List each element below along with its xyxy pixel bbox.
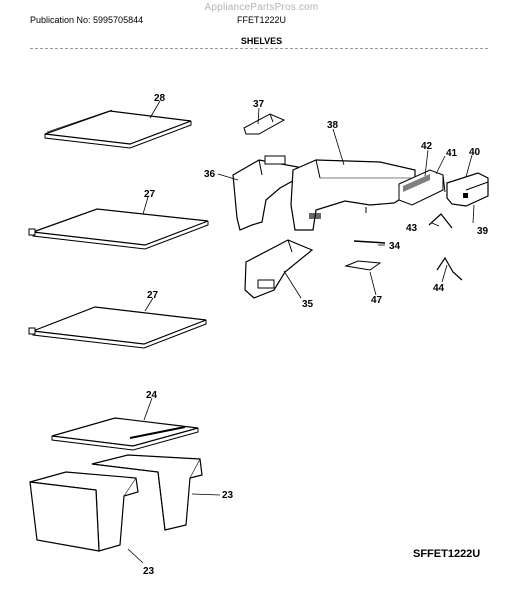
shelf-28 xyxy=(44,109,192,149)
leader-lines xyxy=(127,100,475,564)
section-title: SHELVES xyxy=(240,36,283,46)
pad-47 xyxy=(344,260,382,271)
callout-27-upper: 27 xyxy=(144,189,156,200)
callout-40: 40 xyxy=(469,147,481,158)
callout-24: 24 xyxy=(146,390,158,401)
callout-34: 34 xyxy=(389,241,401,252)
crisper-cover-24 xyxy=(51,417,199,451)
wire-43 xyxy=(428,213,453,229)
callout-39: 39 xyxy=(477,226,489,237)
shelf-27-lower xyxy=(28,306,207,349)
callout-42: 42 xyxy=(421,141,433,152)
callout-41: 41 xyxy=(446,148,458,159)
cover-42-41 xyxy=(398,169,446,206)
clip-34 xyxy=(353,240,386,244)
crisper-drawer-front xyxy=(29,471,139,552)
publication-number: Publication No: 5995705844 xyxy=(30,15,144,25)
callout-38: 38 xyxy=(327,120,339,131)
callout-47: 47 xyxy=(371,295,383,306)
callout-28: 28 xyxy=(154,93,166,104)
callout-43: 43 xyxy=(406,223,418,234)
shelf-27-upper xyxy=(28,208,209,250)
wire-44 xyxy=(436,256,463,281)
callout-35: 35 xyxy=(302,299,314,310)
callout-23-front: 23 xyxy=(143,566,155,577)
callout-44: 44 xyxy=(433,283,445,294)
callout-36: 36 xyxy=(204,169,216,180)
callout-27-lower: 27 xyxy=(147,290,159,301)
diagram-code: SFFET1222U xyxy=(413,548,481,560)
duct-35 xyxy=(244,239,314,299)
header-divider xyxy=(30,48,488,49)
callout-23-back: 23 xyxy=(222,490,234,501)
watermark: AppliancePartsPros.com xyxy=(204,2,319,13)
bracket-37 xyxy=(243,113,286,135)
crisper-drawer-back xyxy=(91,454,203,531)
housing-38 xyxy=(290,159,416,231)
model-number: FFET1222U xyxy=(237,15,287,25)
control-40-39 xyxy=(446,172,489,207)
housing-36 xyxy=(232,155,299,231)
callout-37: 37 xyxy=(253,99,265,110)
